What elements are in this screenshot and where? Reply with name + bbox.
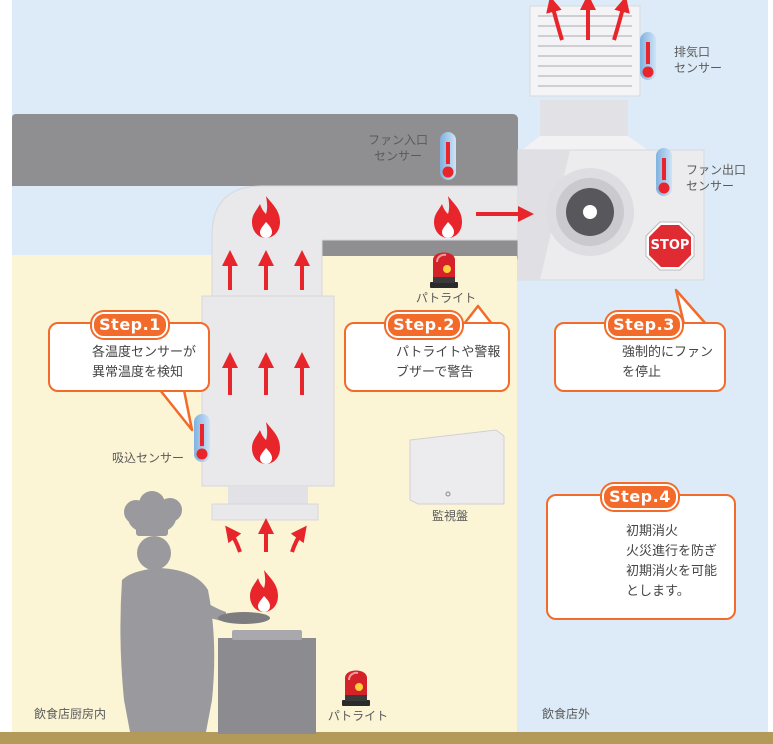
hood-filter <box>211 503 319 521</box>
patlite-lower-label: パトライト <box>327 709 389 723</box>
airflow-arrows <box>222 0 630 553</box>
step4-line4: とします。 <box>626 584 690 599</box>
step4-line3: 初期消火を可能 <box>626 564 718 579</box>
exhaust-outlet-sensor-label: 排気口 <box>674 45 711 59</box>
step3-line2: を停止 <box>622 365 662 380</box>
step2-line2: ブザーで警告 <box>396 365 474 380</box>
step2-line1: パトライトや警報 <box>396 345 501 360</box>
patlite-icon <box>429 251 459 289</box>
patlite-upper-label: パトライト <box>415 291 477 305</box>
intake-sensor-label: 吸込センサー <box>112 451 185 465</box>
step1-line1: 各温度センサーが <box>92 345 197 360</box>
exhaust-louver <box>529 5 641 97</box>
fan-outlet-sensor-label: ファン出口 <box>686 163 747 177</box>
floor <box>0 732 773 744</box>
outside-label: 飲食店外 <box>542 707 591 721</box>
step3-tag: Step.3 <box>606 312 682 338</box>
frying-pan <box>218 612 270 624</box>
stove <box>218 638 316 734</box>
step4-line2: 火災進行を防ぎ <box>626 544 718 559</box>
control-panel-label: 監視盤 <box>431 509 468 523</box>
roof-edge <box>322 240 518 256</box>
fan-inlet-sensor-label: ファン入口 <box>367 133 428 147</box>
stop-sign-text: STOP <box>650 238 690 253</box>
kitchen-label: 飲食店厨房内 <box>34 707 107 721</box>
thermometer-icon <box>656 148 672 196</box>
control-panel <box>409 429 505 505</box>
step3-line1: 強制的にファン <box>622 345 714 360</box>
exhaust-outlet-sensor-label-2: センサー <box>674 61 723 75</box>
thermometer-icon <box>440 132 456 180</box>
hood-neck <box>228 486 308 504</box>
step2-tag: Step.2 <box>386 312 462 338</box>
fan-box-top <box>522 136 648 150</box>
step4-line1: 初期消火 <box>626 524 679 539</box>
step1-line2: 異常温度を検知 <box>92 365 184 380</box>
chef-silhouette <box>120 491 226 732</box>
fan-outlet-sensor-label-2: センサー <box>686 179 735 193</box>
fan-inlet-sensor-label-2: センサー <box>373 149 422 163</box>
thermometer-icon <box>194 414 210 462</box>
step1-tag: Step.1 <box>92 312 168 338</box>
thermometer-icon <box>640 32 656 80</box>
roof-slab <box>12 118 518 186</box>
step4-tag: Step.4 <box>602 484 678 510</box>
patlite-icon <box>341 669 371 707</box>
stop-sign-text-small: STOP <box>573 354 603 365</box>
